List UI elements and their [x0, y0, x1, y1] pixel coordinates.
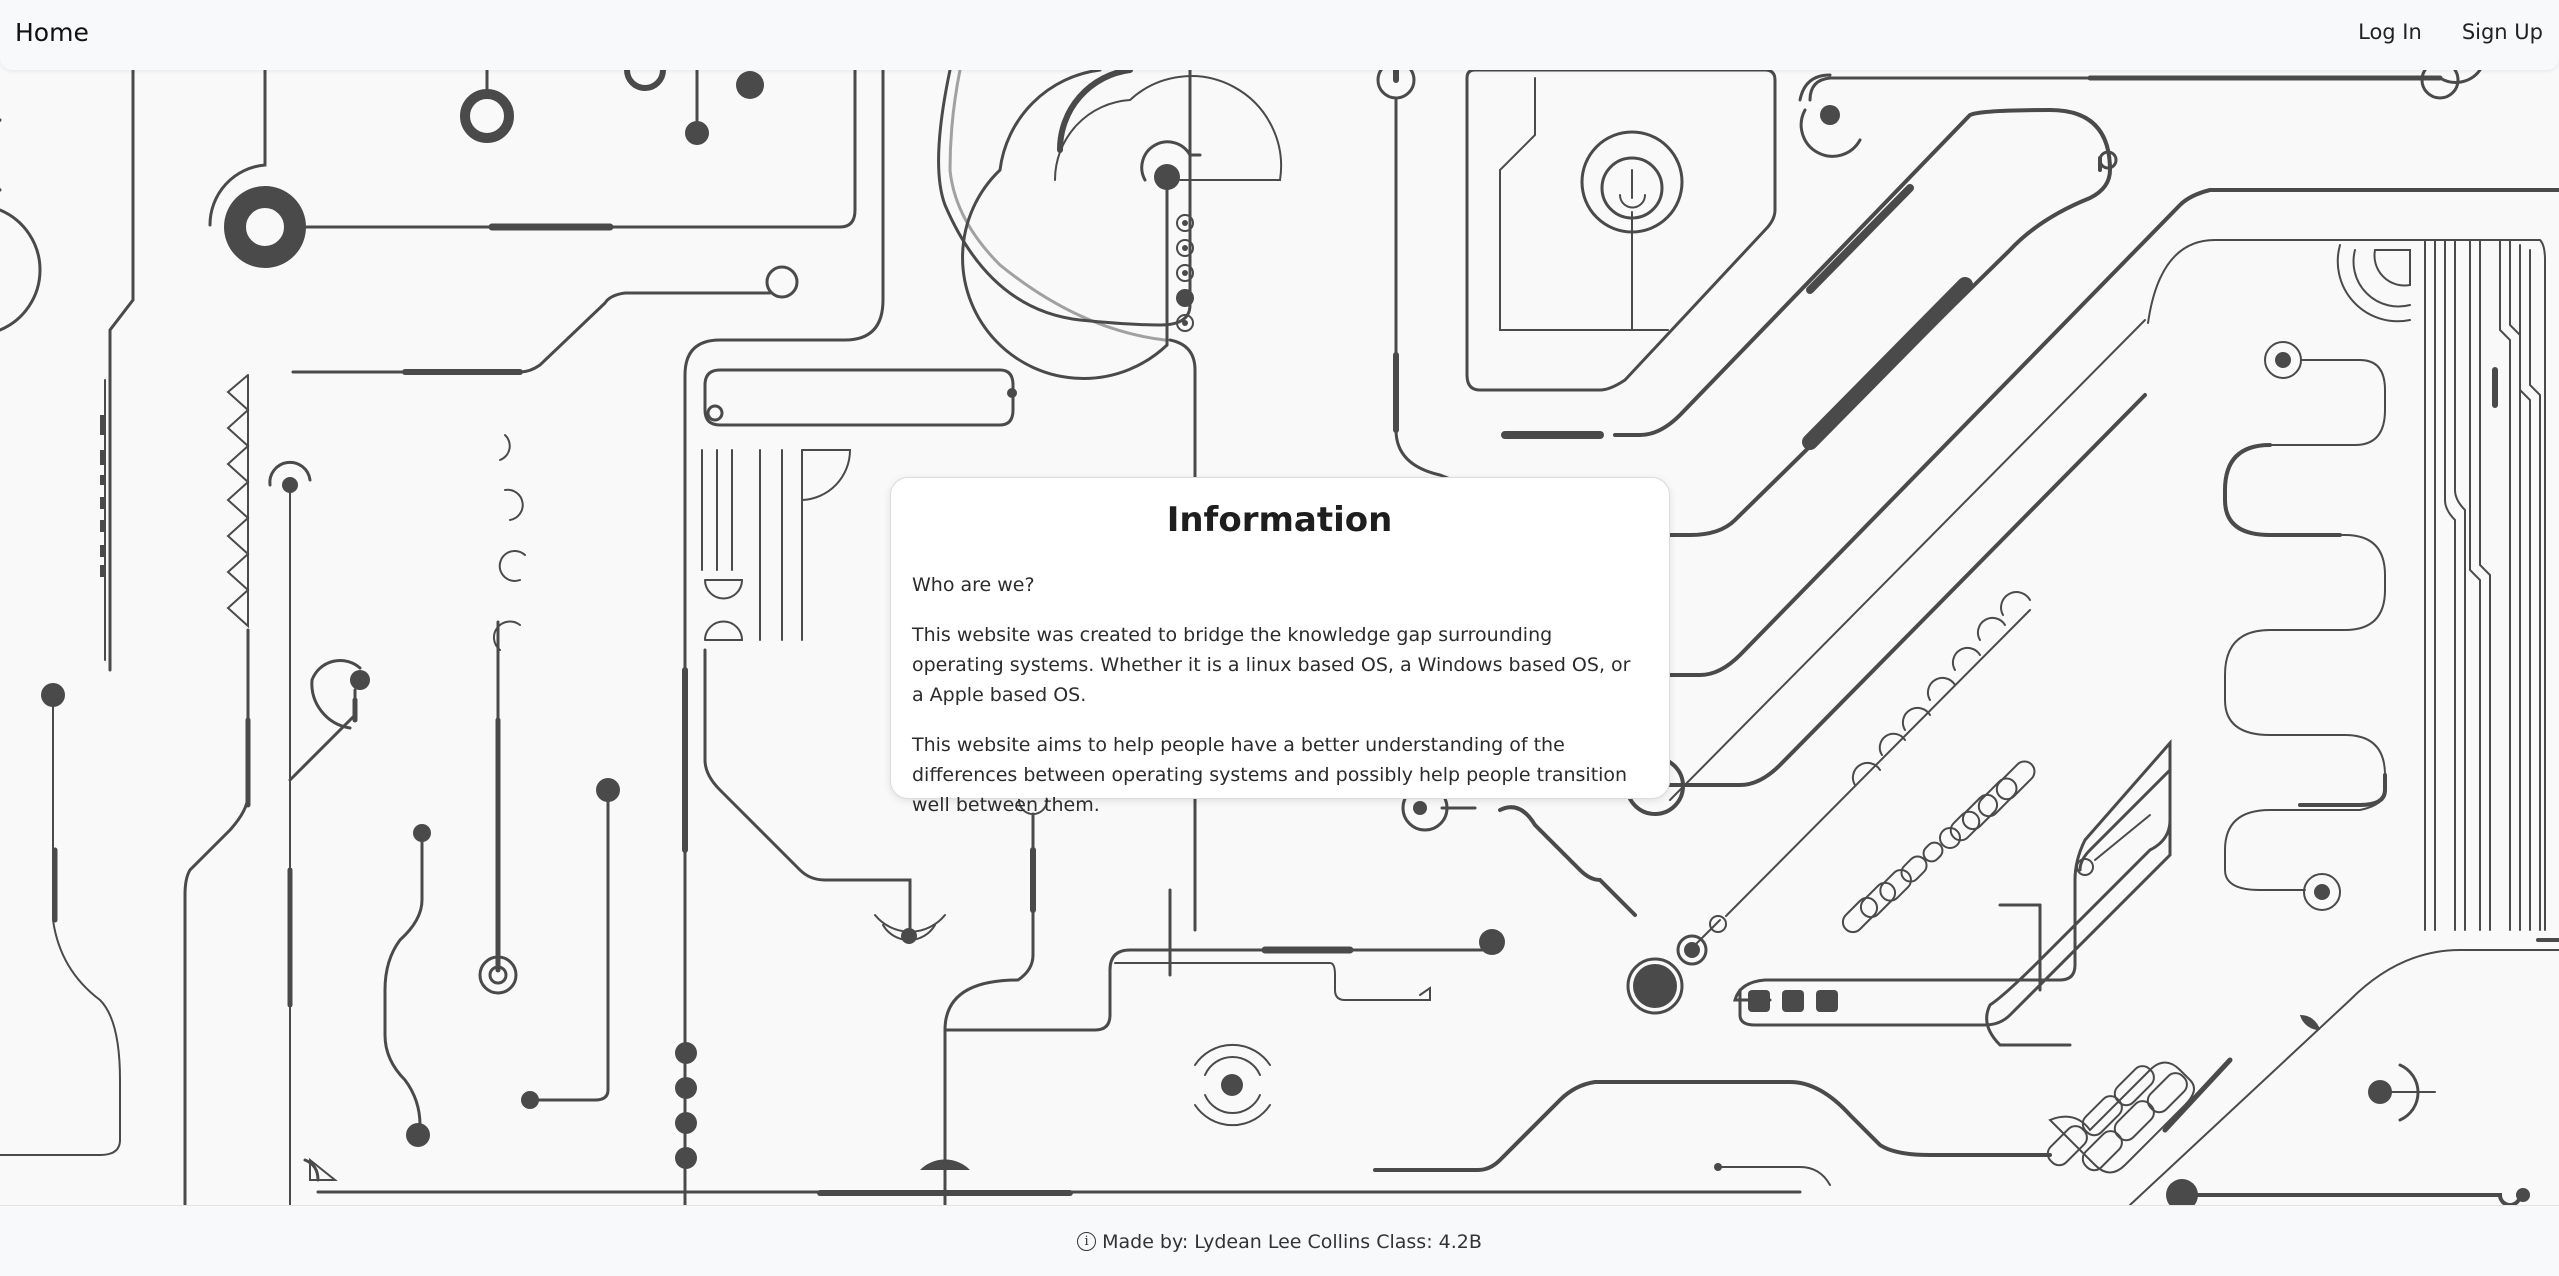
- information-title: Information: [1166, 500, 1393, 540]
- signup-link[interactable]: Sign Up: [2461, 20, 2543, 44]
- circuit-background: [0, 70, 2559, 1205]
- info-paragraph-1: This website was created to bridge the k…: [912, 624, 1631, 706]
- footer: i Made by: Lydean Lee Collins Class: 4.2…: [0, 1205, 2559, 1276]
- login-link[interactable]: Log In: [2358, 20, 2422, 44]
- info-paragraph-2: This website aims to help people have a …: [912, 734, 1628, 816]
- navbar: Home Log In Sign Up: [0, 0, 2559, 70]
- info-circle-icon: i: [1077, 1232, 1097, 1251]
- home-link[interactable]: Home: [15, 18, 89, 47]
- who-are-we-text: Who are we?: [912, 574, 1035, 596]
- footer-text: Made by: Lydean Lee Collins Class: 4.2B: [1102, 1230, 1482, 1253]
- information-card: Information Who are we? This website was…: [890, 477, 1670, 816]
- nav-right-group: Log In Sign Up: [2358, 20, 2543, 44]
